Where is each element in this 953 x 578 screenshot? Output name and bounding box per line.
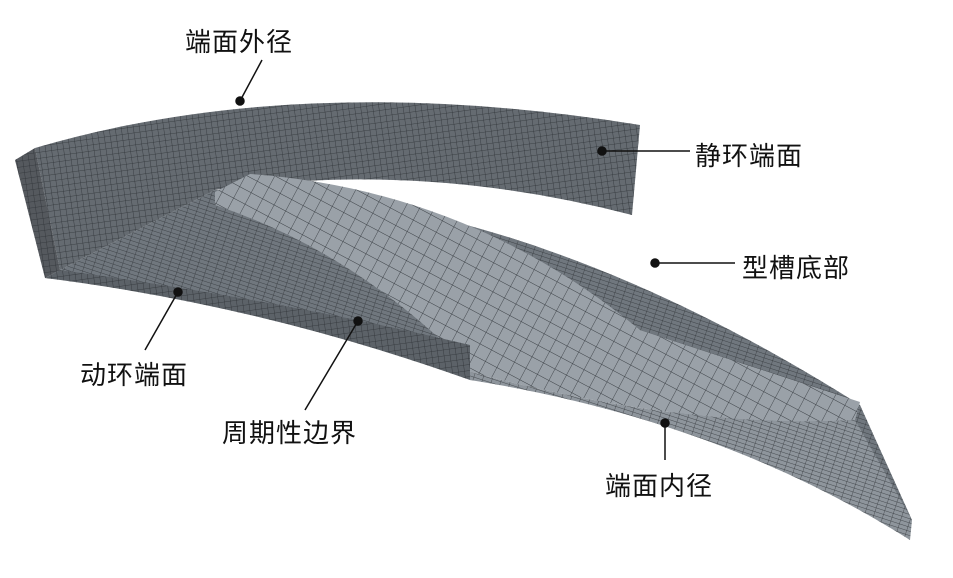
label-rotor-face: 动环端面 (80, 361, 189, 391)
label-inner-diameter: 端面内径 (605, 472, 714, 502)
label-groove-bottom: 型槽底部 (742, 254, 851, 284)
leader-lines (144, 59, 735, 460)
label-stator-face: 静环端面 (695, 142, 804, 172)
outer-wall (15, 102, 640, 278)
groove-land (215, 174, 860, 422)
label-outer-diameter: 端面外径 (185, 28, 294, 58)
periodic-face (45, 270, 912, 540)
label-periodic-boundary: 周期性边界 (222, 419, 358, 449)
